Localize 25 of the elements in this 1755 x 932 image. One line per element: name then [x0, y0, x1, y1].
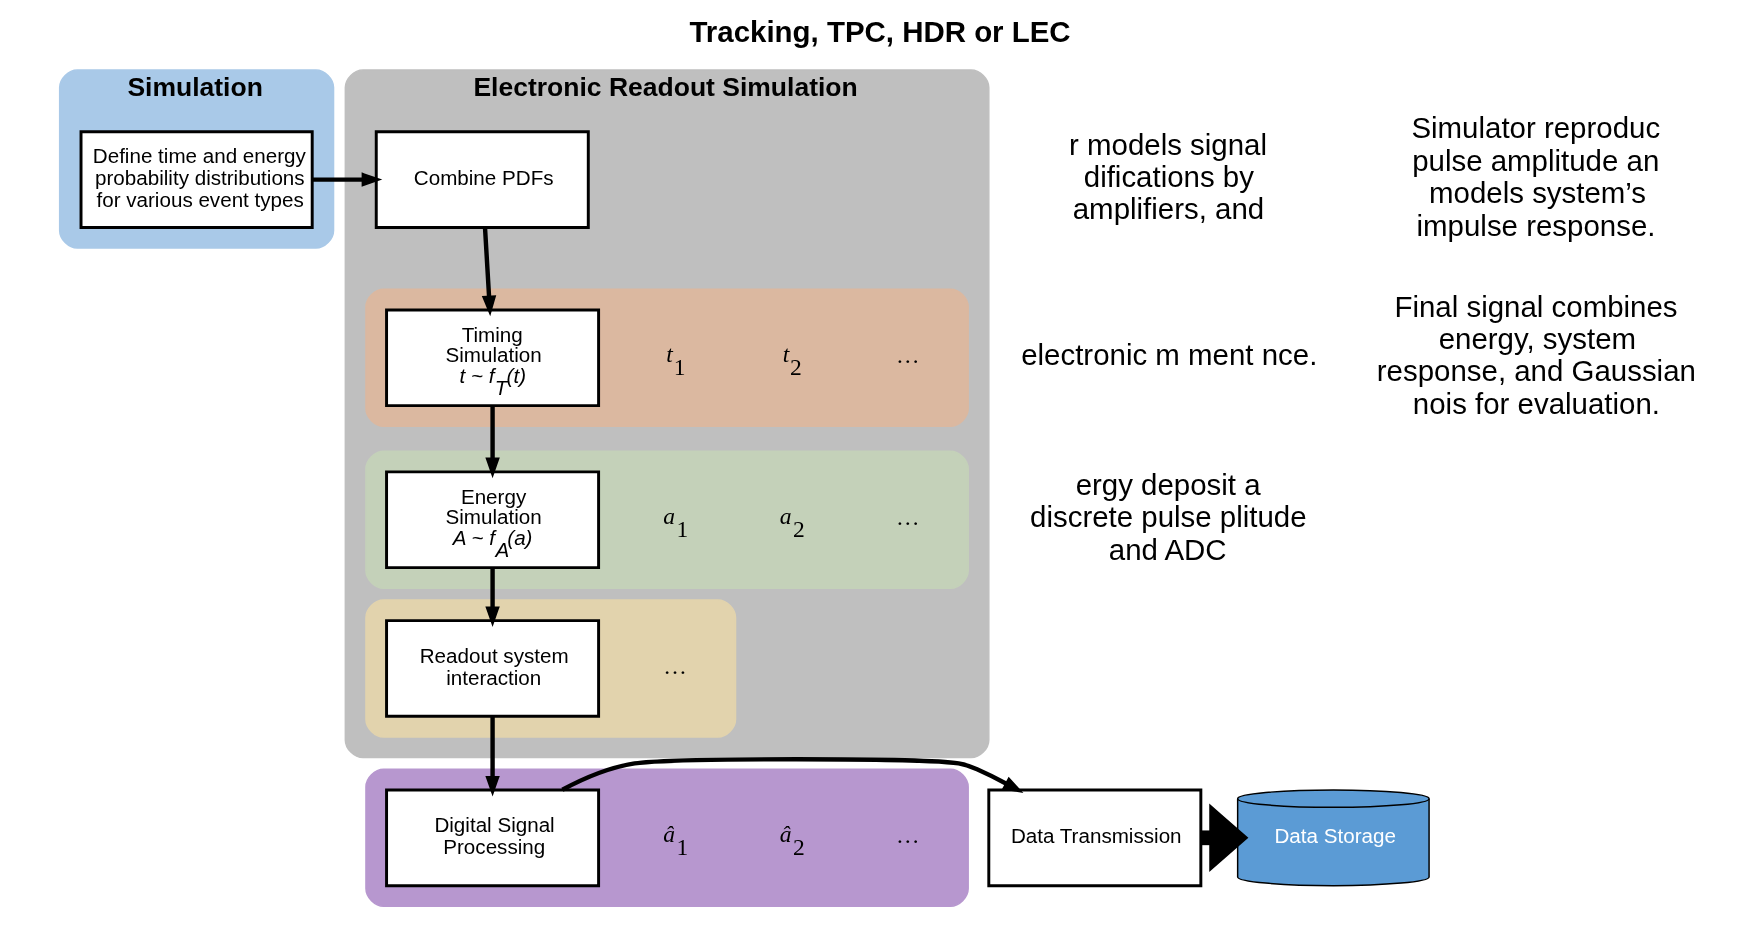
node-box: Combine PDFs [374, 130, 590, 229]
cluster [364, 599, 736, 738]
cluster [364, 768, 969, 907]
arrow [312, 172, 382, 187]
arrow [560, 757, 1023, 793]
label: … [895, 504, 920, 531]
label: Final signal combines energy, system response, and Gaussian nois for evaluation. [1376, 289, 1696, 420]
arrow [481, 227, 496, 317]
label: r models signal difications by amplifiers, and [1068, 127, 1267, 226]
label: Simulator reproduc pulse amplitude an models system’s impulse response. [1410, 111, 1660, 242]
label: … [662, 653, 687, 680]
cluster [364, 450, 969, 589]
arrow [484, 716, 500, 797]
node-box: Data Transmission [986, 788, 1202, 888]
label: … [895, 342, 920, 369]
node-box: Readout system interaction [384, 619, 600, 718]
node-box: Digital Signal Processing [384, 788, 600, 888]
node-box: Define time and energy probability distributions for various event types [79, 130, 314, 229]
label: electronic m ment nce. [1020, 338, 1317, 372]
arrow [484, 405, 500, 479]
label: ergy deposit a discrete pulse plitude and ADC [1029, 467, 1307, 566]
arrow [484, 567, 500, 628]
diagram-title: Tracking, TPC, HDR or LEC [689, 14, 1071, 48]
cluster [364, 288, 969, 427]
label: … [895, 822, 920, 849]
